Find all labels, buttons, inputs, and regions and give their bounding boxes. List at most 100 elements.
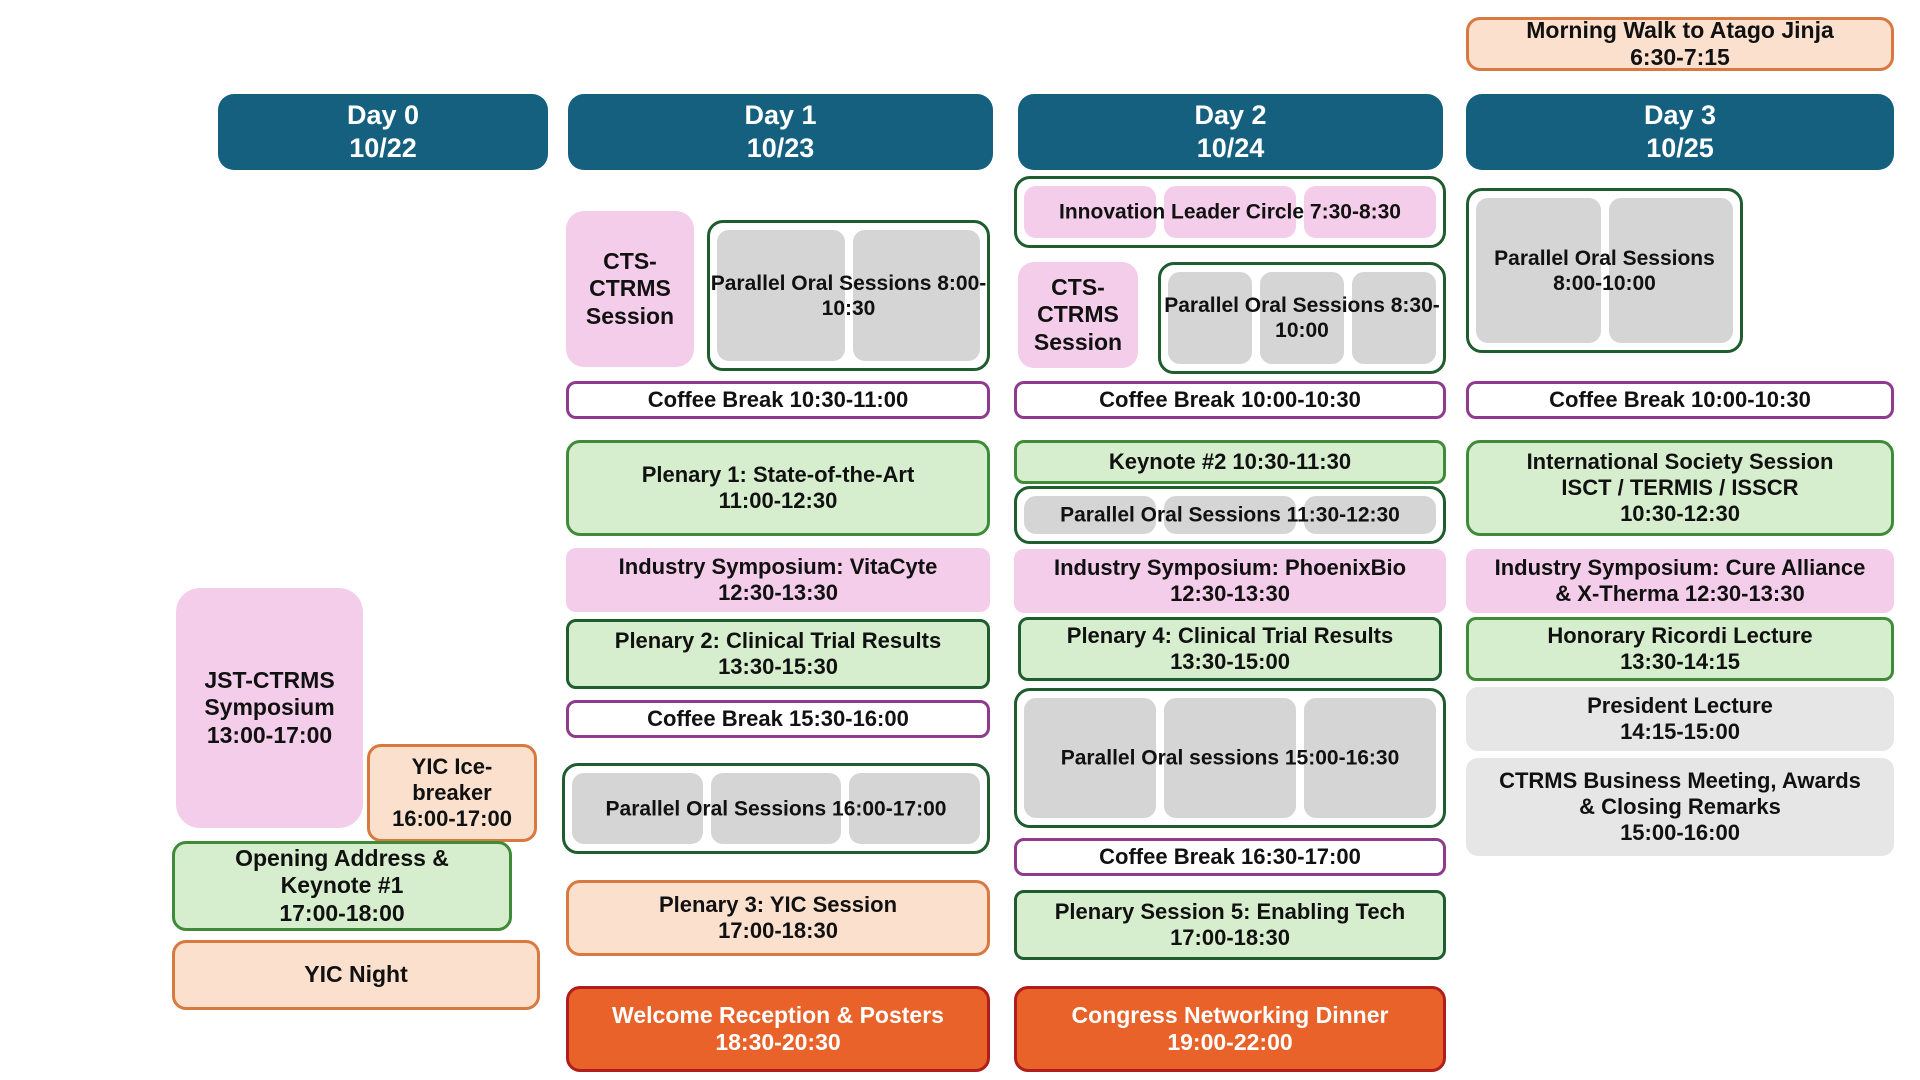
- day2-parallel-oral-sessions-mid[interactable]: Parallel Oral Sessions 11:30-12:30: [1014, 486, 1446, 544]
- innovation-slot[interactable]: [1304, 186, 1436, 238]
- parallel-slot[interactable]: [1304, 698, 1436, 818]
- day1-cts-ctrms-session[interactable]: CTS- CTRMS Session: [566, 211, 694, 367]
- parallel-slot[interactable]: [1164, 496, 1296, 534]
- day1-plenary1-time: 11:00-12:30: [718, 488, 838, 513]
- parallel-slot[interactable]: [1168, 272, 1252, 364]
- yic-night-label: YIC Night: [304, 961, 408, 988]
- jst-symposium-line1: JST-CTRMS: [204, 667, 335, 694]
- day1-welcome-reception[interactable]: Welcome Reception & Posters 18:30-20:30: [566, 986, 990, 1072]
- morning-walk-banner[interactable]: Morning Walk to Atago Jinja 6:30-7:15: [1466, 17, 1894, 71]
- parallel-slot[interactable]: [1024, 698, 1156, 818]
- day2-symposium-time: 12:30-13:30: [1170, 581, 1290, 606]
- parallel-slot[interactable]: [1476, 198, 1601, 343]
- day1-plenary-3[interactable]: Plenary 3: YIC Session 17:00-18:30: [566, 880, 990, 956]
- day2-congress-dinner[interactable]: Congress Networking Dinner 19:00-22:00: [1014, 986, 1446, 1072]
- yic-icebreaker-time: 16:00-17:00: [392, 805, 512, 831]
- day1-reception-title: Welcome Reception & Posters: [612, 1001, 944, 1028]
- day3-business-line1: CTRMS Business Meeting, Awards: [1499, 768, 1861, 794]
- day3-honorary-ricordi-lecture[interactable]: Honorary Ricordi Lecture 13:30-14:15: [1466, 617, 1894, 681]
- innovation-slot[interactable]: [1164, 186, 1296, 238]
- day1-plenary2-time: 13:30-15:30: [718, 654, 838, 679]
- day2-coffee-break-1[interactable]: Coffee Break 10:00-10:30: [1014, 381, 1446, 419]
- jst-ctrms-symposium[interactable]: JST-CTRMS Symposium 13:00-17:00: [176, 588, 363, 828]
- jst-symposium-line2: Symposium: [204, 694, 335, 721]
- day1-industry-symposium[interactable]: Industry Symposium: VitaCyte 12:30-13:30: [566, 548, 990, 612]
- day-header-day0[interactable]: Day 0 10/22: [218, 94, 548, 170]
- parallel-slot[interactable]: [1260, 272, 1344, 364]
- day3-international-time: 10:30-12:30: [1620, 500, 1740, 526]
- day1-parallel-oral-sessions-pm[interactable]: Parallel Oral Sessions 16:00-17:00: [562, 763, 990, 854]
- day1-cts-line1: CTS-: [603, 248, 657, 275]
- parallel-slot[interactable]: [1164, 698, 1296, 818]
- day2-parallel-oral-sessions-pm[interactable]: Parallel Oral sessions 15:00-16:30: [1014, 688, 1446, 828]
- day1-plenary-2[interactable]: Plenary 2: Clinical Trial Results 13:30-…: [566, 619, 990, 689]
- day1-coffee-break-2[interactable]: Coffee Break 15:30-16:00: [566, 700, 990, 738]
- jst-symposium-time: 13:00-17:00: [206, 721, 333, 748]
- yic-icebreaker-line1: YIC Ice-: [411, 754, 493, 780]
- day2-plenary-4[interactable]: Plenary 4: Clinical Trial Results 13:30-…: [1018, 617, 1442, 681]
- parallel-slot[interactable]: [572, 773, 703, 844]
- day2-parallel-oral-sessions-am[interactable]: Parallel Oral Sessions 8:30-10:00: [1158, 262, 1446, 374]
- day3-business-meeting[interactable]: CTRMS Business Meeting, Awards & Closing…: [1466, 758, 1894, 856]
- day2-cts-ctrms-session[interactable]: CTS- CTRMS Session: [1018, 262, 1138, 368]
- day3-business-line2: & Closing Remarks: [1579, 794, 1781, 820]
- parallel-slot[interactable]: [710, 773, 842, 844]
- day1-date: 10/23: [746, 133, 815, 163]
- day3-business-time: 15:00-16:00: [1620, 819, 1740, 845]
- day2-date: 10/24: [1196, 133, 1265, 163]
- innovation-slot[interactable]: [1024, 186, 1156, 238]
- day0-name: Day 0: [346, 100, 420, 131]
- day3-coffee-break-1[interactable]: Coffee Break 10:00-10:30: [1466, 381, 1894, 419]
- day1-coffee1-label: Coffee Break 10:30-11:00: [647, 387, 909, 413]
- yic-icebreaker[interactable]: YIC Ice- breaker 16:00-17:00: [367, 744, 537, 842]
- day2-plenary4-title: Plenary 4: Clinical Trial Results: [1066, 623, 1394, 649]
- yic-icebreaker-line2: breaker: [412, 780, 492, 806]
- parallel-slot[interactable]: [1304, 496, 1436, 534]
- day1-cts-line2: CTRMS: [589, 275, 671, 302]
- opening-line1: Opening Address &: [235, 845, 449, 872]
- day2-dinner-title: Congress Networking Dinner: [1071, 1001, 1389, 1028]
- day1-plenary3-time: 17:00-18:30: [718, 918, 838, 943]
- opening-address-keynote1[interactable]: Opening Address & Keynote #1 17:00-18:00: [172, 841, 512, 931]
- day-header-day3[interactable]: Day 3 10/25: [1466, 94, 1894, 170]
- day3-date: 10/25: [1646, 133, 1714, 163]
- day1-symposium-time: 12:30-13:30: [718, 580, 838, 605]
- day2-keynote-2[interactable]: Keynote #2 10:30-11:30: [1014, 440, 1446, 484]
- parallel-slot[interactable]: [852, 230, 980, 361]
- morning-walk-time: 6:30-7:15: [1630, 44, 1730, 70]
- day3-international-society-session[interactable]: International Society Session ISCT / TER…: [1466, 440, 1894, 536]
- parallel-slot[interactable]: [1352, 272, 1436, 364]
- day1-coffee-break-1[interactable]: Coffee Break 10:30-11:00: [566, 381, 990, 419]
- day2-plenary5-time: 17:00-18:30: [1170, 925, 1290, 950]
- day3-coffee1-label: Coffee Break 10:00-10:30: [1549, 387, 1811, 413]
- parallel-slot[interactable]: [1024, 496, 1156, 534]
- opening-time: 17:00-18:00: [279, 899, 405, 926]
- day1-cts-line3: Session: [585, 302, 675, 329]
- parallel-slot[interactable]: [717, 230, 845, 361]
- day-header-day1[interactable]: Day 1 10/23: [568, 94, 993, 170]
- day2-name: Day 2: [1194, 100, 1267, 131]
- day2-cts-line2: CTRMS: [1037, 301, 1119, 328]
- parallel-slot[interactable]: [849, 773, 981, 844]
- day1-plenary-1[interactable]: Plenary 1: State-of-the-Art 11:00-12:30: [566, 440, 990, 536]
- parallel-slot[interactable]: [1608, 198, 1733, 343]
- day3-name: Day 3: [1643, 100, 1717, 131]
- day3-industry-symposium[interactable]: Industry Symposium: Cure Alliance & X-Th…: [1466, 549, 1894, 613]
- day2-plenary4-time: 13:30-15:00: [1170, 649, 1290, 674]
- day2-plenary5-title: Plenary Session 5: Enabling Tech: [1054, 899, 1406, 925]
- day1-name: Day 1: [744, 100, 817, 131]
- day3-parallel-oral-sessions-am[interactable]: Parallel Oral Sessions 8:00-10:00: [1466, 188, 1743, 353]
- day3-ricordi-time: 13:30-14:15: [1620, 649, 1740, 674]
- opening-line2: Keynote #1: [280, 872, 404, 899]
- day2-innovation-leader-circle[interactable]: Innovation Leader Circle 7:30-8:30: [1014, 176, 1446, 248]
- yic-night[interactable]: YIC Night: [172, 940, 540, 1010]
- day2-coffee-break-2[interactable]: Coffee Break 16:30-17:00: [1014, 838, 1446, 876]
- day2-plenary-5[interactable]: Plenary Session 5: Enabling Tech 17:00-1…: [1014, 890, 1446, 960]
- day2-industry-symposium[interactable]: Industry Symposium: PhoenixBio 12:30-13:…: [1014, 549, 1446, 613]
- day-header-day2[interactable]: Day 2 10/24: [1018, 94, 1443, 170]
- day3-president-lecture[interactable]: President Lecture 14:15-15:00: [1466, 687, 1894, 751]
- day3-president-time: 14:15-15:00: [1620, 719, 1740, 744]
- day1-plenary1-title: Plenary 1: State-of-the-Art: [641, 462, 915, 488]
- day1-parallel-oral-sessions-am[interactable]: Parallel Oral Sessions 8:00-10:30: [707, 220, 990, 371]
